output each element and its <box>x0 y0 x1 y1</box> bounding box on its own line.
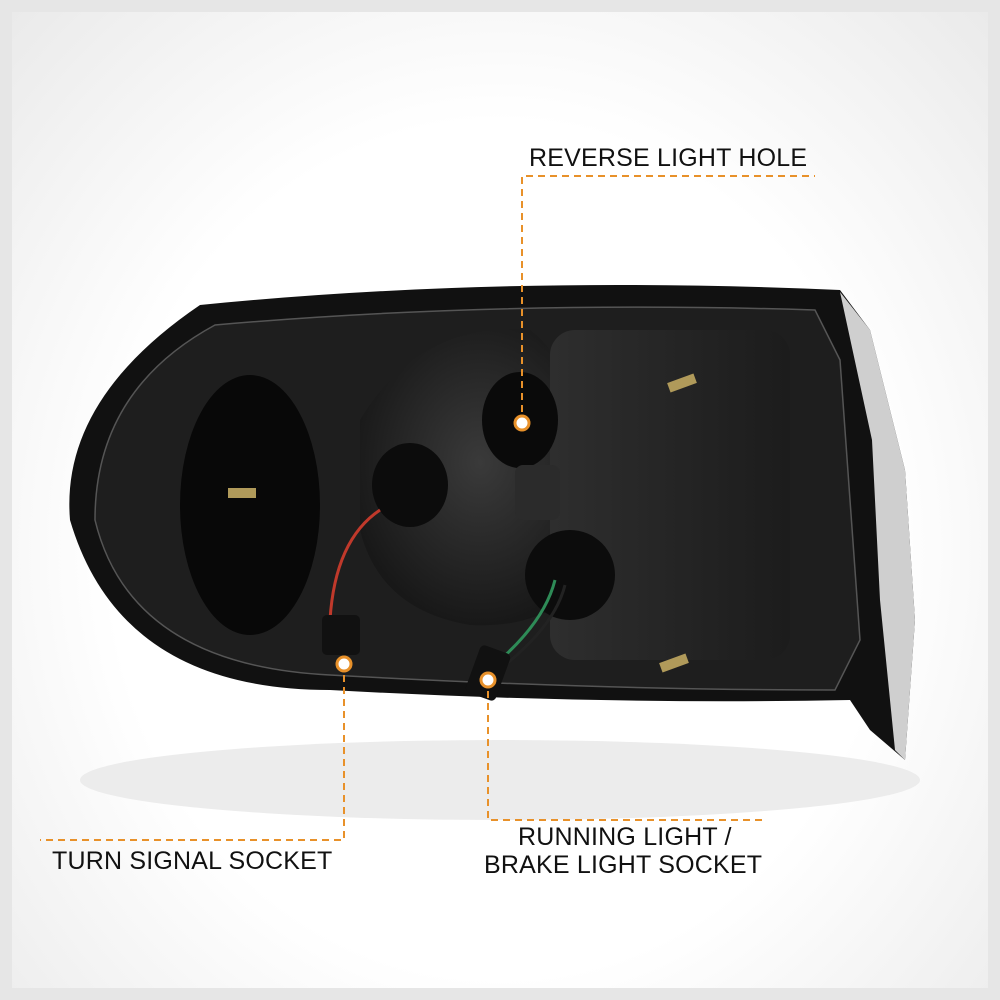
turn-callout-dot <box>335 655 353 673</box>
mounting-stud <box>228 488 256 498</box>
connector <box>515 465 560 520</box>
running-light-label-line1: RUNNING LIGHT / <box>518 823 732 851</box>
turn-signal-cavity <box>180 375 320 635</box>
mounting-stud <box>667 373 697 393</box>
running-callout-dot <box>479 671 497 689</box>
lens-edge <box>840 292 915 760</box>
green-wire <box>499 579 557 662</box>
turn-callout-line <box>40 675 345 841</box>
red-wire <box>328 508 381 621</box>
turn-signal-plug <box>322 615 360 655</box>
shadow <box>80 740 920 820</box>
running-light-label-line2: BRAKE LIGHT SOCKET <box>484 851 763 879</box>
running-brake-socket <box>525 530 615 620</box>
reverse-callout-dot <box>513 414 531 432</box>
reverse-callout-line <box>521 175 815 412</box>
reverse-light-hole-label: REVERSE LIGHT HOLE <box>529 144 808 172</box>
turn-signal-socket <box>372 443 448 527</box>
running-callout-line <box>487 691 762 821</box>
turn-signal-socket-label: TURN SIGNAL SOCKET <box>52 847 333 875</box>
mounting-stud <box>659 653 689 673</box>
black-wire <box>504 584 567 667</box>
